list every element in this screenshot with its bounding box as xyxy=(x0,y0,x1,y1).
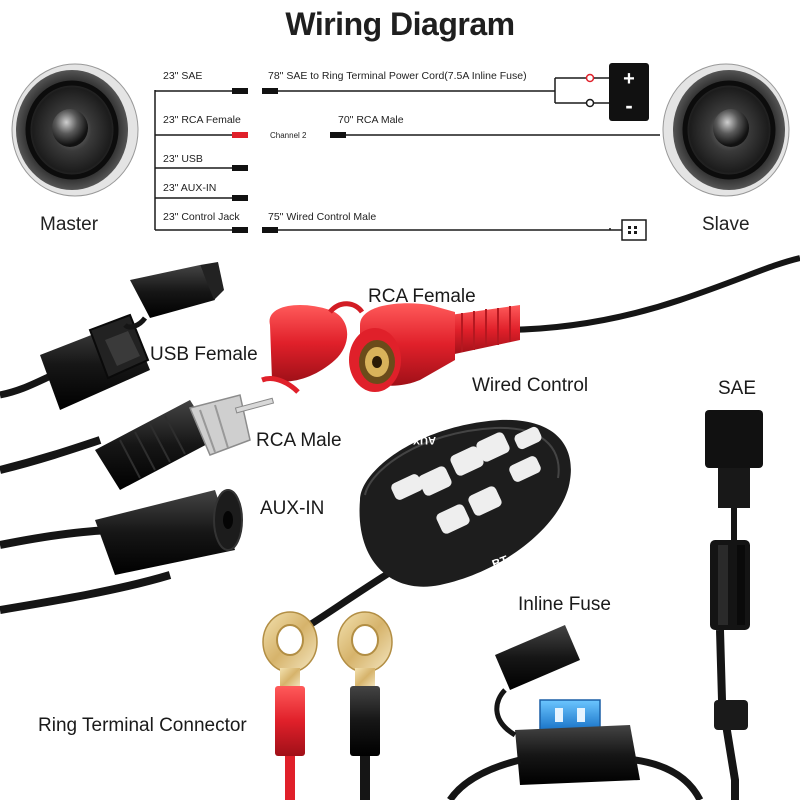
part-label-sae: SAE xyxy=(718,378,757,399)
control-plug-icon xyxy=(621,219,647,241)
battery-minus: - xyxy=(625,93,632,118)
slave-speaker-icon xyxy=(662,63,790,197)
wire-label-sae-long: 78" SAE to Ring Terminal Power Cord(7.5A… xyxy=(268,70,527,82)
master-speaker-icon xyxy=(11,63,139,197)
wire-label-usb: 23" USB xyxy=(163,153,203,165)
wired-control-photo: AUX BT xyxy=(268,419,571,654)
wire-label-aux: 23" AUX-IN xyxy=(163,182,217,194)
usb-female-photo xyxy=(0,262,224,410)
page-title: Wiring Diagram xyxy=(285,6,515,42)
battery-icon xyxy=(609,63,649,121)
remote-bt-label: BT xyxy=(490,552,510,571)
rca-female-photo xyxy=(261,255,800,394)
master-label: Master xyxy=(40,214,99,235)
aux-in-photo xyxy=(0,489,243,614)
remote-aux-label: AUX xyxy=(412,434,436,446)
part-label-rca-female: RCA Female xyxy=(368,286,476,307)
wire-label-rca-male-long: 70" RCA Male xyxy=(338,114,404,126)
wire-label-channel: Channel 2 xyxy=(270,131,307,140)
wire-label-rca-female: 23" RCA Female xyxy=(163,114,241,126)
part-label-inline-fuse: Inline Fuse xyxy=(518,594,611,615)
slave-label: Slave xyxy=(702,214,750,235)
part-label-aux-in: AUX-IN xyxy=(260,498,325,519)
rca-male-photo xyxy=(0,394,275,490)
ring-terminal-photo xyxy=(262,611,393,800)
wire-label-sae-short: 23" SAE xyxy=(163,70,203,82)
part-label-usb-female: USB Female xyxy=(150,344,258,365)
part-label-wired-control: Wired Control xyxy=(472,375,589,396)
part-label-ring-terminal: Ring Terminal Connector xyxy=(38,715,247,736)
wire-label-control: 23" Control Jack xyxy=(163,211,240,223)
battery-plus: + xyxy=(623,68,635,90)
wire-label-control-long: 75" Wired Control Male xyxy=(268,211,377,223)
part-label-rca-male: RCA Male xyxy=(256,430,342,451)
sae-photo xyxy=(705,410,763,800)
inline-fuse-photo xyxy=(447,625,704,800)
